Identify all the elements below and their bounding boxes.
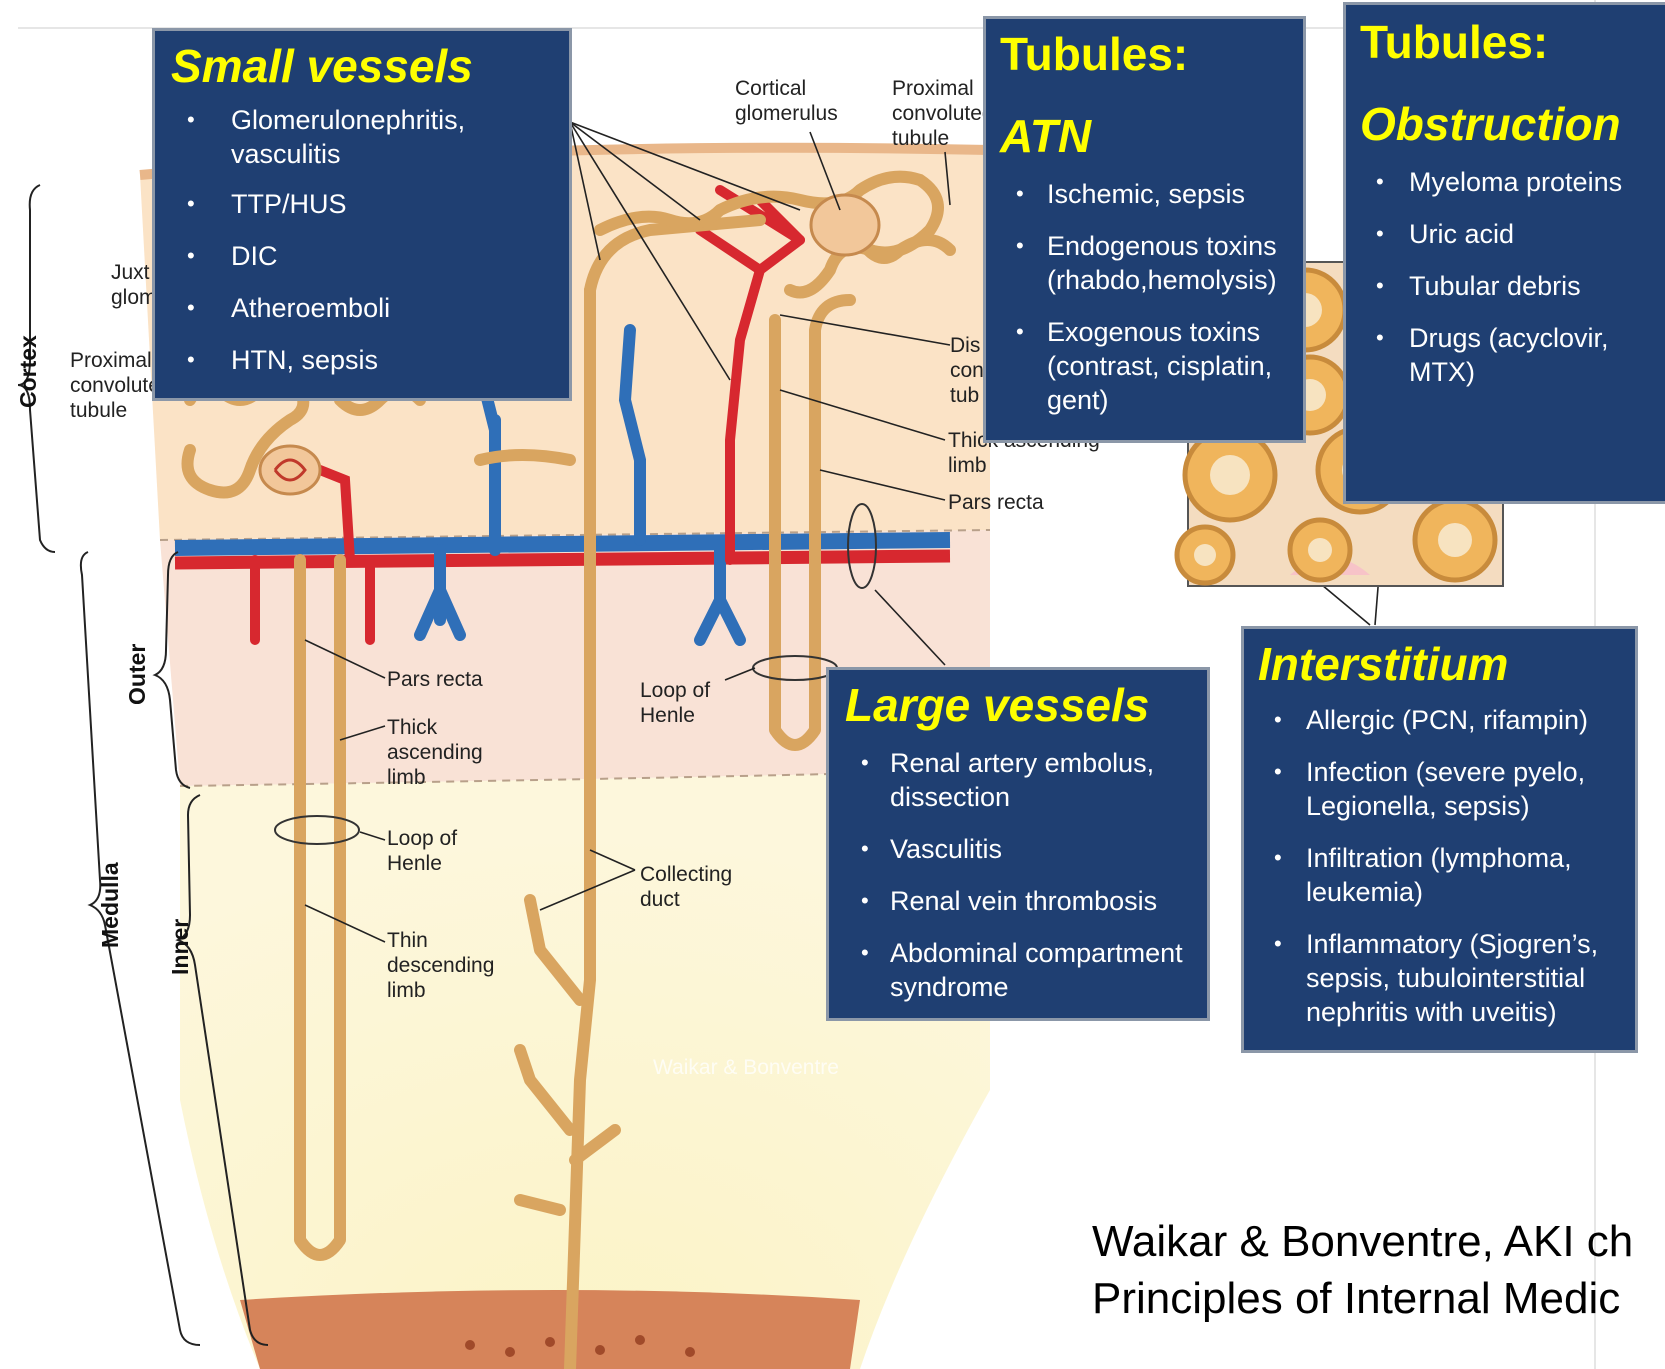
interstitium-title: Interstitium	[1258, 637, 1635, 691]
list-item: TTP/HUS	[171, 187, 569, 221]
atn-title-line2: ATN	[1000, 109, 1303, 163]
large-vessels-box: Large vessels Renal artery embolus, diss…	[826, 667, 1210, 1021]
tubules-atn-box: Tubules: ATN Ischemic, sepsis Endogenous…	[983, 16, 1306, 443]
atn-list: Ischemic, sepsis Endogenous toxins (rhab…	[1000, 177, 1303, 417]
list-item: DIC	[171, 239, 569, 273]
list-item: Atheroemboli	[171, 291, 569, 325]
list-item: Drugs (acyclovir, MTX)	[1360, 321, 1619, 389]
list-item: Ischemic, sepsis	[1000, 177, 1287, 211]
list-item: Exogenous toxins (contrast, cisplatin, g…	[1000, 315, 1292, 417]
label-pars-recta-left: Pars recta	[387, 667, 483, 692]
list-item: Allergic (PCN, rifampin)	[1258, 703, 1635, 737]
label-inner: Inner	[167, 919, 194, 975]
label-thick-ascending-limb-left: Thick ascending limb	[387, 715, 483, 790]
small-vessels-list: Glomerulonephritis, vasculitis TTP/HUS D…	[171, 103, 569, 377]
obstruction-title-line1: Tubules:	[1360, 15, 1665, 69]
label-distal-convoluted-tubule: Dis con tub	[950, 333, 984, 408]
label-proximal-convoluted-tubule-top: Proximal convoluted tubule	[892, 76, 994, 151]
label-loop-of-henle-left: Loop of Henle	[387, 826, 457, 876]
atn-title-line1: Tubules:	[1000, 27, 1303, 81]
large-vessels-list: Renal artery embolus, dissection Vasculi…	[845, 746, 1207, 1004]
arcuate-vessels	[175, 540, 950, 563]
list-item: Myeloma proteins	[1360, 165, 1665, 199]
list-item: Uric acid	[1360, 217, 1665, 251]
list-item: HTN, sepsis	[171, 343, 569, 377]
small-vessels-title: Small vessels	[171, 39, 569, 93]
list-item: Renal artery embolus, dissection	[845, 746, 1175, 814]
label-pars-recta-right: Pars recta	[948, 490, 1044, 515]
small-vessels-box: Small vessels Glomerulonephritis, vascul…	[152, 28, 572, 401]
citation: Waikar & Bonventre, AKI ch Principles of…	[1092, 1213, 1633, 1327]
watermark-text: Waikar & Bonventre	[653, 1056, 839, 1080]
label-loop-of-henle-center: Loop of Henle	[640, 678, 710, 728]
label-juxtamedullary-glomerulus: Juxt glom	[111, 260, 157, 310]
list-item: Inflammatory (Sjogren’s, sepsis, tubuloi…	[1258, 927, 1626, 1029]
list-item: Tubular debris	[1360, 269, 1665, 303]
cortical-glomerulus-shape	[811, 195, 879, 255]
list-item: Vasculitis	[845, 832, 1207, 866]
list-item: Renal vein thrombosis	[845, 884, 1207, 918]
list-item: Infiltration (lymphoma, leukemia)	[1258, 841, 1596, 909]
obstruction-title-line2: Obstruction	[1360, 97, 1665, 151]
citation-line1: Waikar & Bonventre, AKI ch	[1092, 1213, 1633, 1270]
label-cortex: Cortex	[15, 335, 42, 408]
label-medulla: Medulla	[97, 862, 124, 948]
interstitium-list: Allergic (PCN, rifampin) Infection (seve…	[1258, 703, 1635, 1029]
citation-line2: Principles of Internal Medic	[1092, 1270, 1633, 1327]
list-item: Glomerulonephritis, vasculitis	[171, 103, 531, 171]
renal-papilla	[240, 1290, 860, 1369]
juxtamedullary-glomerulus-shape	[260, 446, 320, 494]
label-outer: Outer	[124, 644, 151, 705]
obstruction-list: Myeloma proteins Uric acid Tubular debri…	[1360, 165, 1665, 389]
list-item: Abdominal compartment syndrome	[845, 936, 1190, 1004]
interstitium-box: Interstitium Allergic (PCN, rifampin) In…	[1241, 626, 1638, 1053]
label-cortical-glomerulus: Cortical glomerulus	[735, 76, 838, 126]
label-collecting-duct: Collecting duct	[640, 862, 732, 912]
list-item: Endogenous toxins (rhabdo,hemolysis)	[1000, 229, 1297, 297]
list-item: Infection (severe pyelo, Legionella, sep…	[1258, 755, 1616, 823]
large-vessels-title: Large vessels	[845, 678, 1207, 732]
tubules-obstruction-box: Tubules: Obstruction Myeloma proteins Ur…	[1343, 2, 1665, 504]
label-thin-descending-limb: Thin descending limb	[387, 928, 494, 1003]
